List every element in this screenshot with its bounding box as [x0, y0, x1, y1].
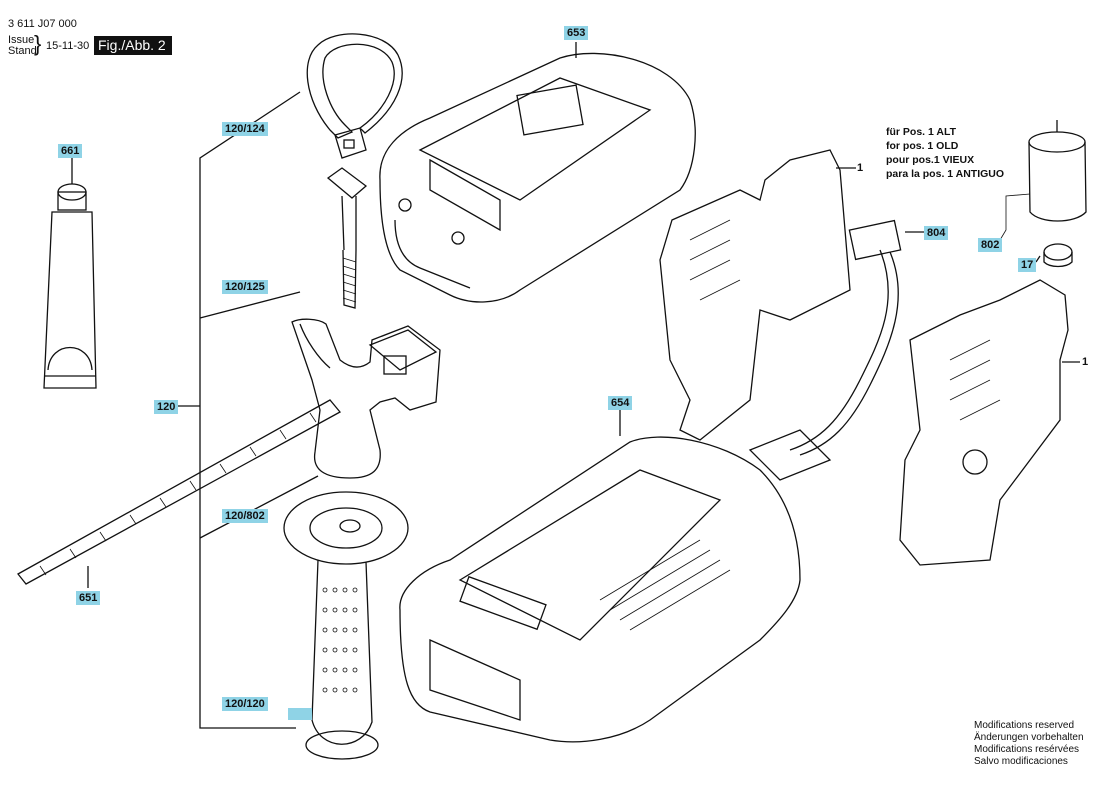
switch-wiring-part [748, 219, 924, 481]
blank-callout-tag [288, 708, 312, 720]
charger-part [399, 408, 801, 743]
clamp-strap-part [306, 33, 403, 159]
depth-rod-part [17, 399, 342, 585]
modifications-notice: Modifications reserved Änderungen vorbeh… [974, 720, 1084, 768]
callout-1-top: 1 [857, 162, 864, 174]
modifications-line-es: Salvo modificaciones [974, 756, 1068, 767]
old-position-note-line-4: para la pos. 1 ANTIGUO [886, 168, 1005, 180]
callout-120-802: 120/802 [222, 509, 268, 523]
callout-1-bottom: 1 [1082, 356, 1089, 368]
callout-17: 17 [1018, 258, 1037, 272]
modifications-line-en: Modifications reserved [974, 720, 1075, 731]
grease-tube-part [43, 183, 97, 389]
modifications-line-de: Änderungen vorbehalten [974, 732, 1084, 743]
callout-651: 651 [76, 591, 101, 605]
callout-802: 802 [978, 238, 1003, 252]
callout-120: 120 [154, 400, 179, 414]
callout-661: 661 [58, 144, 83, 158]
issue-label: Issue [8, 34, 35, 46]
housing-half-old-part [659, 149, 856, 441]
side-handle-part [283, 491, 409, 760]
handle-clamp-body-part [291, 318, 441, 479]
callout-120-120: 120/120 [222, 697, 268, 711]
old-position-note-line-3: pour pos.1 VIEUX [886, 154, 975, 166]
clamp-screw-part [326, 167, 368, 309]
callout-654: 654 [608, 396, 633, 410]
modifications-line-fr: Modifications resérvées [974, 744, 1080, 755]
callout-653: 653 [564, 26, 589, 40]
brace: } [34, 31, 42, 56]
callout-804: 804 [924, 226, 949, 240]
figure-label: Fig./Abb. 2 [94, 36, 172, 55]
stand-label: Stand [8, 45, 37, 57]
old-position-note-line-1: für Pos. 1 ALT [886, 126, 957, 138]
callout-120-125: 120/125 [222, 280, 268, 294]
old-position-note-line-2: for pos. 1 OLD [886, 140, 959, 152]
issue-date: 15-11-30 [46, 40, 90, 52]
housing-half-new-part [899, 279, 1080, 566]
motor-part [999, 120, 1087, 268]
battery-pack-part [379, 52, 696, 303]
callout-120-124: 120/124 [222, 122, 268, 136]
doc-number: 3 611 J07 000 [8, 18, 77, 30]
assembly-bracket-120 [176, 91, 319, 729]
